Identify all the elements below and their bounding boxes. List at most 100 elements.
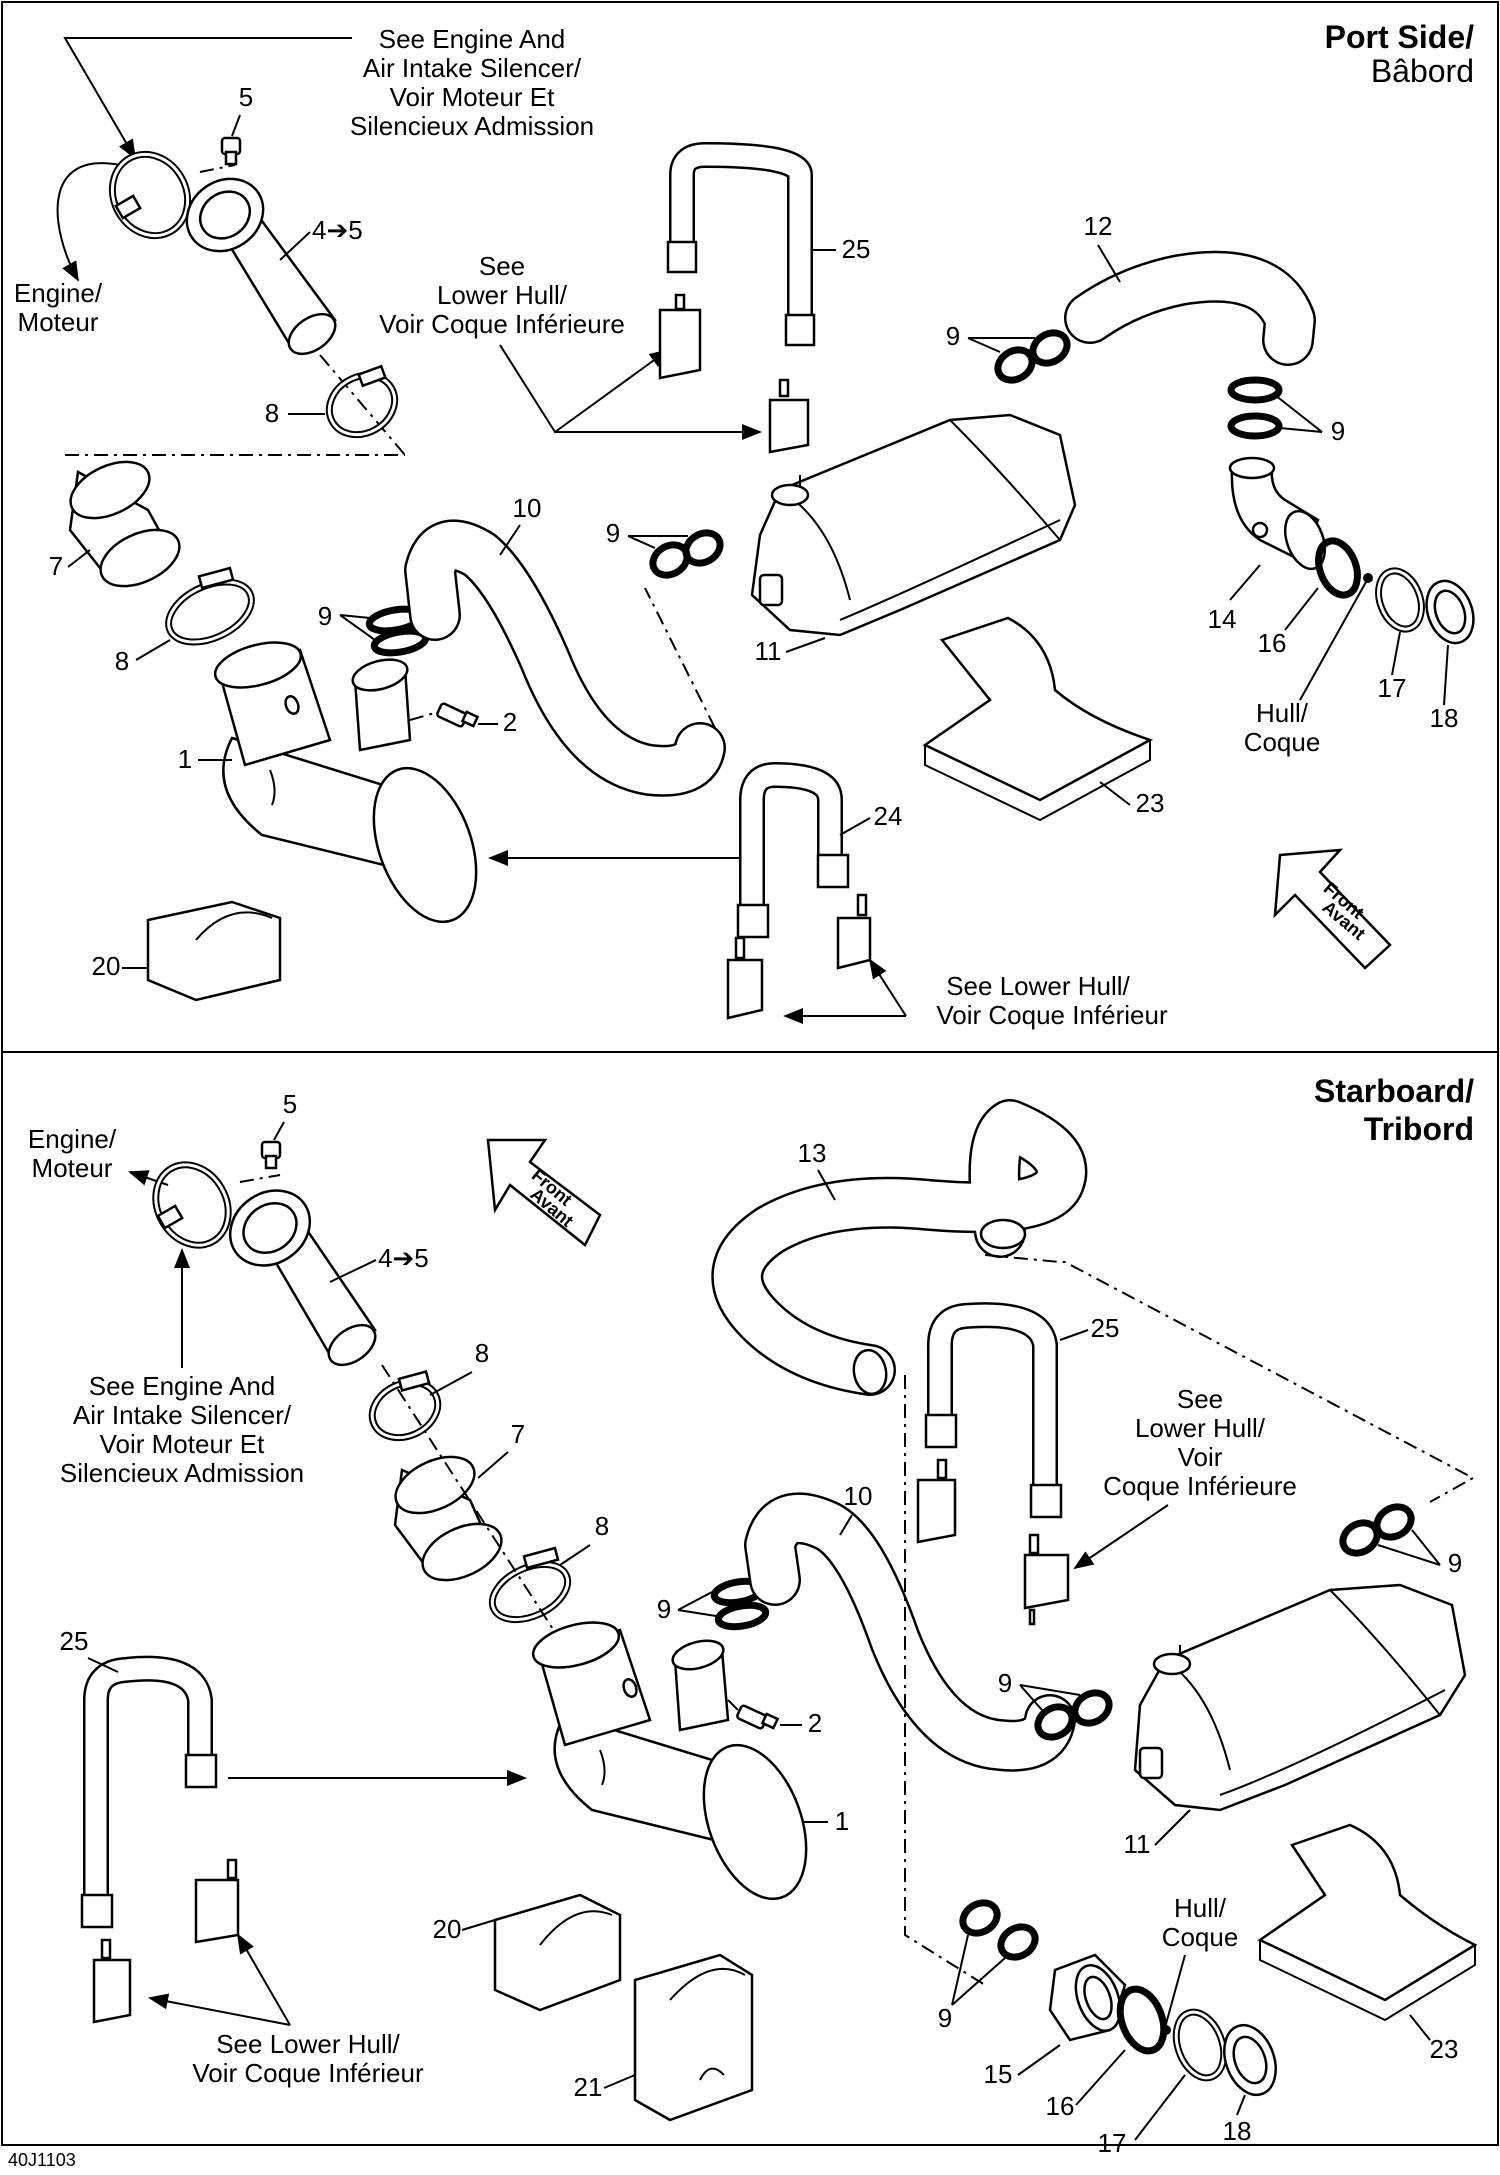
port-side-panel: Port Side/ Bâbord See Engine And Air Int… (14, 19, 1475, 1030)
starboard-callout-15: 15 (984, 2059, 1013, 2089)
svg-text:Lower Hull/: Lower Hull/ (1135, 1413, 1266, 1443)
port-bracket-upper-left (658, 293, 702, 380)
starboard-leader-5 (273, 1121, 285, 1141)
port-dash-sensor (409, 711, 439, 721)
port-callout-9-box-left: 9 (606, 518, 620, 548)
port-callout-16: 16 (1258, 628, 1287, 658)
port-title-line2: Bâbord (1371, 53, 1474, 89)
port-leader-12 (1097, 244, 1121, 283)
svg-text:Coque: Coque (1244, 727, 1321, 757)
starboard-leader-20 (461, 1919, 496, 1931)
starboard-part-4-adapter (228, 1189, 377, 1367)
port-callout-8-upper: 8 (265, 398, 279, 428)
starboard-leader-21 (603, 2074, 636, 2089)
starboard-part-9-clamps-box-left (1034, 1689, 1113, 1741)
port-part-20-cradle (146, 900, 282, 1002)
starboard-part-9-clamps-box-top (1339, 1503, 1415, 1557)
svg-text:Voir Coque Inférieure: Voir Coque Inférieure (379, 309, 625, 339)
starboard-dash-axis-2 (381, 1364, 561, 1641)
port-callout-18: 18 (1430, 703, 1459, 733)
port-callout-5: 5 (239, 82, 253, 112)
svg-text:Hull/: Hull/ (1256, 698, 1309, 728)
port-clamp-engine (108, 150, 192, 240)
starboard-leader-4 (329, 1259, 377, 1283)
port-leader-engine-intake (63, 37, 352, 160)
port-leader-23 (1099, 781, 1131, 806)
starboard-callout-9-muffler: 9 (657, 1594, 671, 1624)
port-leader-9-box-top (967, 337, 1035, 353)
svg-text:Engine/: Engine/ (14, 278, 103, 308)
port-part-17-ring (1375, 567, 1425, 633)
starboard-leader-10 (839, 1514, 853, 1536)
starboard-callout-17: 17 (1098, 2128, 1127, 2158)
starboard-part-20-cradle (493, 1893, 622, 2012)
port-leader-8-lower (135, 639, 171, 661)
starboard-leader-23 (1409, 2014, 1431, 2041)
svg-text:Air Intake Silencer/: Air Intake Silencer/ (73, 1400, 292, 1430)
port-leader-16 (1284, 587, 1319, 631)
starboard-leader-18 (1236, 2094, 1246, 2116)
starboard-callout-8-upper: 8 (475, 1338, 489, 1368)
starboard-leader-7 (477, 1451, 509, 1479)
starboard-title-line2: Tribord (1364, 1111, 1474, 1147)
starboard-part-7-sleeve (393, 1455, 503, 1582)
port-leader-hull (1299, 581, 1367, 701)
port-callout-17: 17 (1378, 673, 1407, 703)
port-part-12-hose (1064, 250, 1316, 366)
port-leader-24 (839, 817, 871, 836)
port-callout-8-lower: 8 (115, 646, 129, 676)
starboard-callout-18: 18 (1223, 2116, 1252, 2146)
starboard-callout-5: 5 (283, 1089, 297, 1119)
port-leader-11 (785, 637, 826, 653)
port-part-16-gasket (1315, 537, 1361, 599)
port-callout-1: 1 (178, 744, 192, 774)
starboard-part-10-hose (744, 1492, 1076, 1772)
port-leader-lower-hull-a-1 (499, 344, 670, 434)
port-callout-12: 12 (1084, 211, 1113, 241)
port-note-lower-hull-b: See Lower Hull/ Voir Coque Inférieur (936, 971, 1168, 1030)
port-leader-9-box-left (627, 535, 688, 549)
port-bracket-lower-right (836, 893, 872, 970)
port-note-hull: Hull/ Coque (1244, 698, 1321, 757)
port-callout-10: 10 (513, 493, 542, 523)
port-note-lower-hull-a: See Lower Hull/ Voir Coque Inférieure (379, 251, 625, 339)
starboard-callout-16: 16 (1046, 2091, 1075, 2121)
starboard-leader-9-box-left (1019, 1684, 1081, 1711)
starboard-bracket-lower-left-b (194, 1858, 240, 1944)
starboard-callout-2: 2 (808, 1708, 822, 1738)
starboard-callout-1: 1 (835, 1806, 849, 1836)
starboard-dash-sensor (727, 1699, 741, 1713)
starboard-leader-lower-hull-a (1073, 1504, 1169, 1570)
svg-text:Voir Moteur Et: Voir Moteur Et (100, 1429, 266, 1459)
port-callout-9-elbow: 9 (1331, 416, 1345, 446)
svg-text:Lower Hull/: Lower Hull/ (437, 280, 568, 310)
port-leader-engine (56, 162, 121, 282)
port-leader-10 (499, 524, 521, 556)
port-title-line1: Port Side/ (1325, 19, 1474, 55)
port-leader-7 (67, 549, 91, 568)
svg-text:Voir Coque Inférieur: Voir Coque Inférieur (192, 2058, 424, 2088)
starboard-bracket-lower-left-a (92, 1938, 132, 2024)
starboard-callout-13: 13 (798, 1138, 827, 1168)
starboard-leader-8-upper (429, 1371, 473, 1396)
port-part-14-outlet-elbow (1228, 456, 1327, 571)
starboard-panel: Starboard/ Tribord Engine/ Moteur 5 (28, 1073, 1478, 2158)
port-bracket-upper-right (768, 378, 810, 454)
starboard-note-engine: Engine/ Moteur (28, 1124, 117, 1183)
starboard-part-11-waterbox (1133, 1583, 1467, 1812)
svg-text:See Engine And: See Engine And (89, 1371, 276, 1401)
port-callout-25: 25 (842, 234, 871, 264)
starboard-leader-16 (1075, 2049, 1126, 2106)
port-part-11-waterbox (750, 413, 1077, 637)
port-front-sign: Front Avant (1273, 848, 1392, 970)
port-part-9-clamps-box-top (994, 329, 1071, 384)
starboard-leader-hull (1165, 1954, 1186, 2025)
starboard-callout-10: 10 (844, 1481, 873, 1511)
starboard-leader-9-muffler (677, 1591, 717, 1617)
port-callout-23: 23 (1136, 788, 1165, 818)
starboard-leader-13 (817, 1169, 836, 1201)
port-part-4-adapter (185, 177, 337, 356)
starboard-callout-20: 20 (433, 1914, 462, 1944)
starboard-title-line1: Starboard/ (1314, 1073, 1474, 1109)
